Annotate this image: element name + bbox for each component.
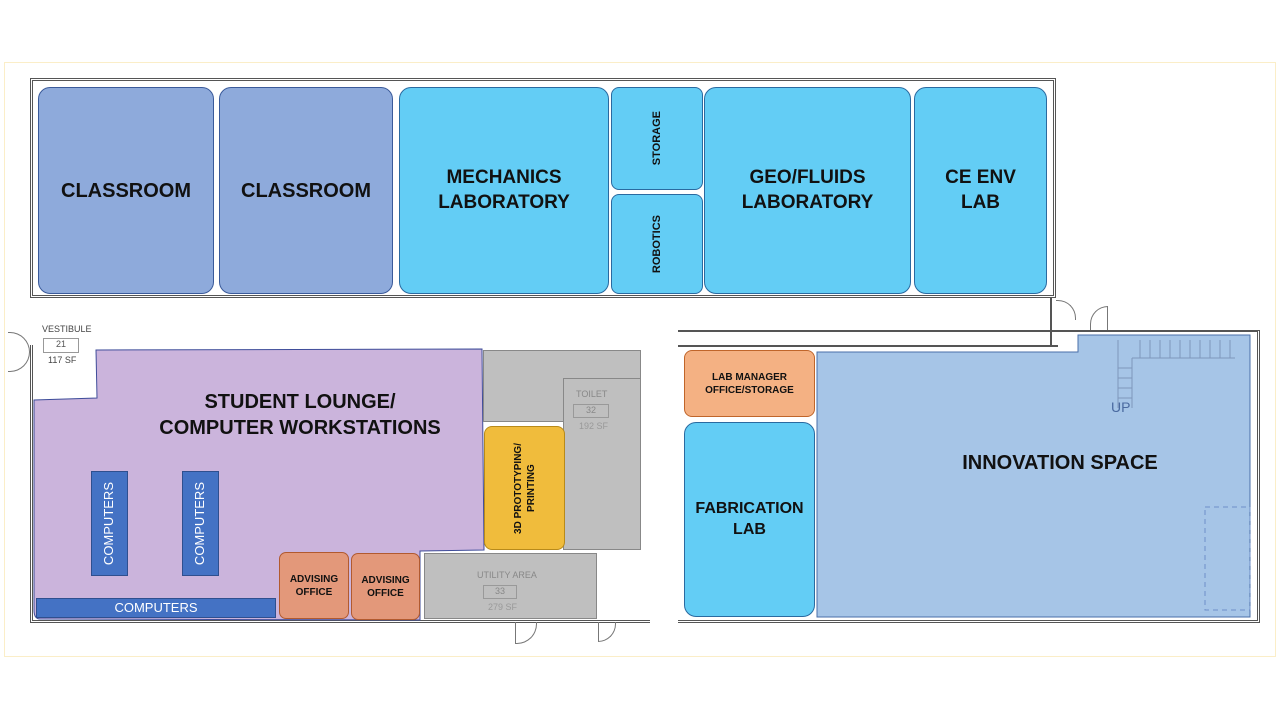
innovation-space[interactable]: INNOVATION SPACE: [962, 452, 1158, 474]
classroom-1[interactable]: CLASSROOM: [38, 87, 214, 294]
storage-room[interactable]: STORAGE: [611, 87, 703, 190]
stairs-up-label: UP: [1111, 399, 1131, 415]
south-west-wall: [30, 345, 650, 623]
utility-label: UTILITY AREA: [477, 570, 537, 580]
toilet-area-sf: 192 SF: [579, 421, 609, 431]
vestibule-label: VESTIBULE: [42, 324, 92, 334]
robotics-room[interactable]: ROBOTICS: [611, 194, 703, 294]
toilet-label: TOILET: [576, 389, 608, 399]
computers-1[interactable]: COMPUTERS: [91, 471, 128, 576]
toilet-number: 32: [573, 404, 609, 418]
utility-number: 33: [483, 585, 517, 599]
classroom-2[interactable]: CLASSROOM: [219, 87, 393, 294]
corridor-end-wall: [1050, 298, 1052, 346]
vestibule-area: 117 SF: [48, 355, 77, 365]
computers-3[interactable]: COMPUTERS: [36, 598, 276, 618]
utility-area-sf: 279 SF: [488, 602, 518, 612]
south-east-wall: [678, 330, 1260, 623]
stairs-icon: [1117, 340, 1235, 408]
vestibule-number: 21: [43, 338, 79, 353]
corridor-wall: [678, 345, 1058, 347]
building-outline: [4, 62, 1276, 657]
north-wing-wall: [30, 78, 1056, 298]
advising-office-1[interactable]: ADVISING OFFICE: [279, 552, 349, 619]
advising-office-2[interactable]: ADVISING OFFICE: [351, 553, 420, 620]
computers-2[interactable]: COMPUTERS: [182, 471, 219, 576]
student-lounge[interactable]: STUDENT LOUNGE/COMPUTER WORKSTATIONS: [159, 391, 441, 439]
3d-prototyping-printing[interactable]: 3D PROTOTYPING/PRINTING: [484, 426, 565, 550]
